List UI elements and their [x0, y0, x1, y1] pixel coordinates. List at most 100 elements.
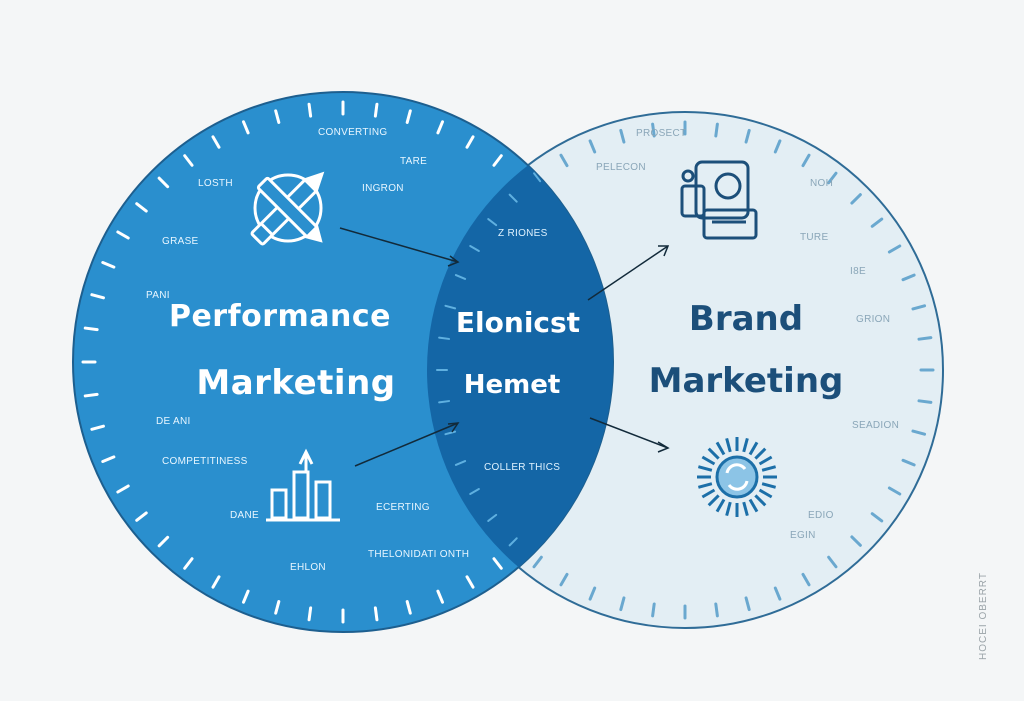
camera-icon	[680, 160, 758, 240]
label-dane: DANE	[230, 510, 259, 521]
flow-arrows	[339, 227, 670, 467]
tick-mark	[436, 589, 444, 604]
label-tare: TARE	[400, 156, 427, 167]
tick-mark	[307, 606, 313, 622]
sunburst-ray	[761, 465, 777, 472]
tick-mark	[405, 600, 412, 615]
tick-mark	[135, 202, 148, 213]
tick-mark	[773, 139, 782, 154]
tick-mark	[183, 557, 194, 570]
tick-mark	[438, 336, 451, 340]
sunburst-icon	[697, 437, 777, 517]
tick-mark	[454, 274, 467, 280]
tick-mark	[242, 589, 250, 604]
tick-mark	[533, 172, 542, 183]
tick-mark	[744, 128, 751, 144]
tick-mark	[714, 602, 719, 618]
tick-mark	[651, 602, 656, 618]
sunburst-ray	[748, 441, 759, 456]
sunburst-ray	[748, 498, 759, 513]
tick-mark	[714, 122, 719, 138]
label-egin: EGIN	[790, 530, 816, 541]
sunburst-ray	[697, 465, 713, 472]
sunburst-ray	[707, 494, 720, 507]
tick-mark	[508, 537, 518, 547]
tick-mark	[454, 460, 467, 466]
tick-mark	[90, 424, 105, 431]
tick-mark	[532, 555, 543, 569]
tick-mark	[465, 575, 475, 589]
tick-mark	[135, 511, 148, 522]
tick-mark	[492, 557, 503, 570]
label-pelecon: PELECON	[596, 162, 646, 173]
tick-mark	[373, 606, 379, 622]
tick-mark	[870, 512, 884, 523]
label-edio: EDIO	[808, 510, 834, 521]
sunburst-ray	[754, 447, 767, 460]
tick-mark	[827, 171, 838, 185]
tick-mark	[405, 109, 412, 124]
tick-mark	[116, 230, 130, 240]
label-converting: CONVERTING	[318, 127, 388, 138]
crossed-pencils-icon	[250, 171, 325, 246]
tick-mark	[651, 122, 656, 138]
tick-mark	[619, 128, 626, 144]
tick-mark	[801, 572, 811, 587]
tick-mark	[438, 400, 451, 404]
marketing-title-left: Marketing	[196, 363, 395, 403]
overlap-region	[427, 112, 613, 628]
artist-signature: HOCEI OBERRT	[978, 572, 989, 660]
sunburst-ray	[758, 455, 773, 466]
tick-mark	[917, 336, 933, 341]
sunburst-ray	[715, 441, 726, 456]
tick-mark	[469, 488, 480, 495]
sunburst-ray	[707, 447, 720, 460]
tick-mark	[465, 135, 475, 149]
tick-mark	[307, 102, 313, 118]
label-noh: NOH	[810, 178, 833, 189]
label-grion: GRION	[856, 314, 890, 325]
tick-mark	[850, 193, 862, 205]
label-losth: LOSTH	[198, 178, 233, 189]
label-competitiveness: COMPETITINESS	[162, 456, 248, 467]
label-small: I8E	[850, 266, 866, 277]
sunburst-ray	[754, 494, 767, 507]
tick-mark	[83, 392, 99, 398]
tick-mark	[559, 153, 569, 168]
tick-mark	[444, 304, 457, 310]
label-z-riones: Z RIONES	[498, 228, 548, 239]
tick-mark	[157, 535, 170, 548]
tick-mark	[183, 154, 194, 167]
tick-mark	[436, 120, 444, 135]
tick-mark	[508, 193, 518, 203]
tick-mark	[801, 153, 811, 168]
tick-mark	[588, 586, 597, 601]
tick-mark	[744, 596, 751, 612]
sunburst-ray	[701, 488, 716, 499]
label-coller-thics: COLLER THICS	[484, 462, 560, 473]
tick-mark	[487, 513, 498, 522]
label-ecerting: ECERTING	[376, 502, 430, 513]
marketing-title-right: Marketing	[649, 361, 844, 401]
tick-mark	[588, 139, 597, 154]
bar-chart-icon	[266, 448, 340, 522]
label-thelonidation: THELONIDATI ONTH	[368, 549, 469, 560]
tick-mark	[773, 586, 782, 601]
sunburst-ray	[742, 437, 749, 453]
tick-mark	[90, 293, 105, 300]
tick-mark	[242, 120, 250, 135]
tick-mark	[619, 596, 626, 612]
tick-mark	[870, 217, 884, 228]
label-prosect: PROSECT	[636, 128, 686, 139]
label-grase: GRASE	[162, 236, 199, 247]
tick-mark	[274, 600, 281, 615]
sunburst-ray	[701, 455, 716, 466]
tick-mark	[211, 575, 221, 589]
overlap-title: Elonicst	[456, 306, 580, 339]
tick-mark	[116, 484, 130, 494]
tick-mark	[827, 555, 838, 569]
tick-mark	[911, 304, 927, 311]
tick-mark	[901, 458, 916, 467]
